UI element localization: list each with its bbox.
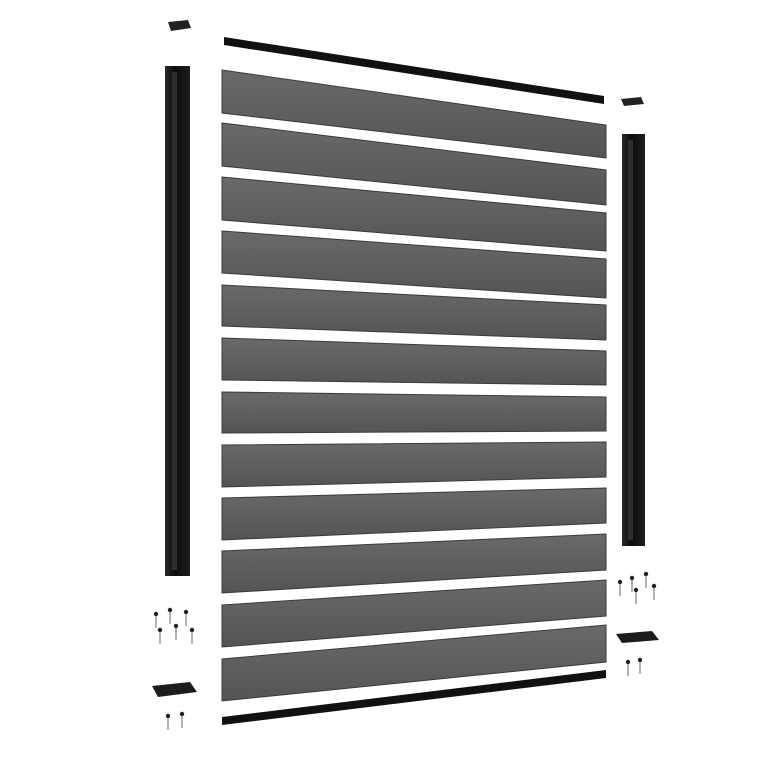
fence-board [221,337,607,386]
screws-hardware [153,571,657,730]
screw-icon [617,579,623,596]
fence-board [221,533,607,594]
screw-icon [643,571,649,588]
screw-icon [183,609,189,626]
screw-icon [173,623,179,640]
fence-board [221,230,607,299]
right-post-channel [628,140,633,540]
screw-icon [637,657,643,674]
screw-icon [189,627,195,644]
left-post [165,66,190,576]
fence-board [221,176,607,252]
fence-board [221,579,607,648]
fence-board [221,69,607,159]
left-post-channel [172,72,177,570]
screw-icon [167,607,173,624]
screw-icon [153,611,159,628]
fence-board [221,441,607,488]
left-post-cap [168,20,191,31]
right-base-plate [616,631,659,643]
screw-icon [651,583,657,600]
top-rail [224,37,604,104]
screw-icon [633,587,639,604]
screw-icon [157,627,163,644]
fence-board [221,624,607,702]
bottom-rail [222,670,606,725]
right-post-cap [621,97,644,106]
screw-icon [625,659,631,676]
left-base-plate [152,682,197,697]
right-post [622,134,645,546]
screw-icon [629,575,635,592]
fence-board [221,284,607,341]
fence-boards [221,69,607,702]
screw-icon [179,711,185,728]
fence-board [221,122,607,206]
screw-icon [165,713,171,730]
fence-board [221,391,607,434]
fence-board [221,487,607,541]
